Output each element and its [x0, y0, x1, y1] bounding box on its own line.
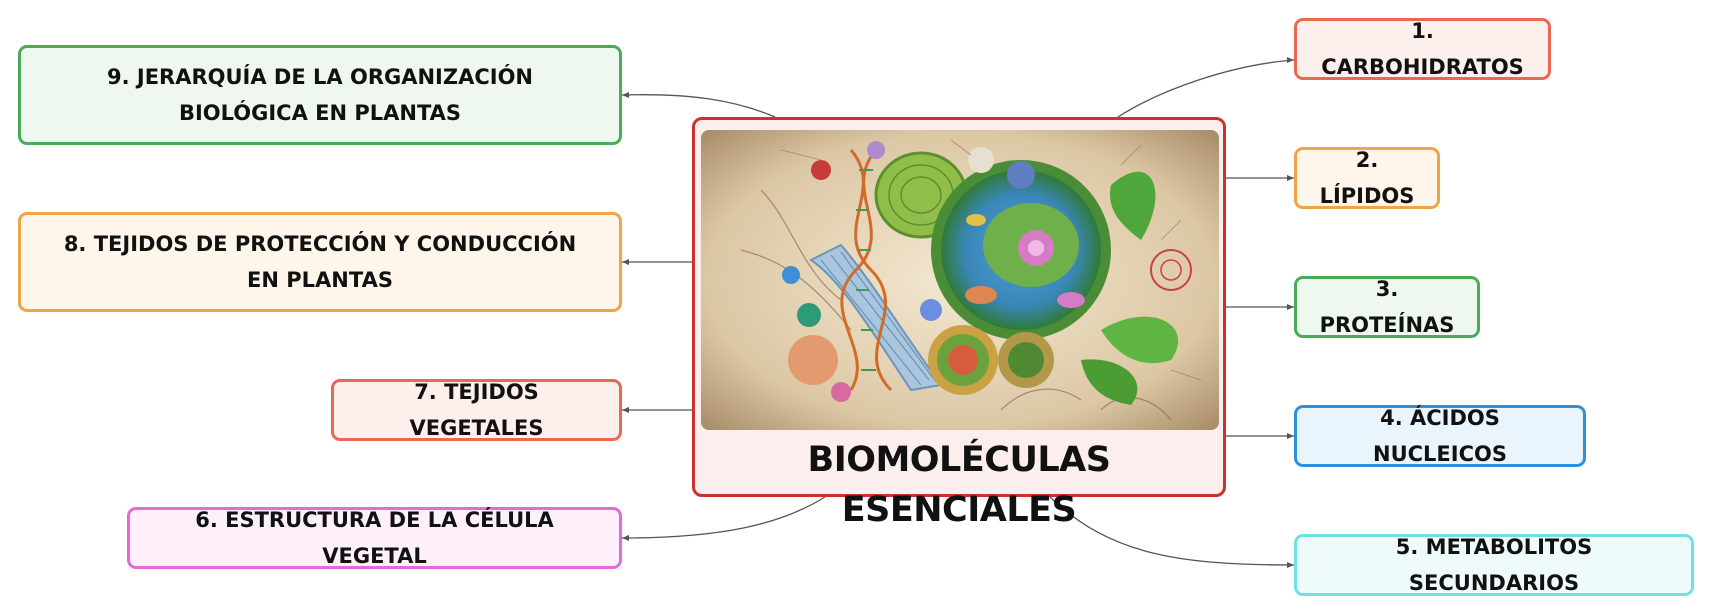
topic-carbohidratos[interactable]: 1. CARBOHIDRATOS	[1294, 18, 1551, 80]
topic-jerarquia-organizacion[interactable]: 9. JERARQUÍA DE LA ORGANIZACIÓN BIOLÓGIC…	[18, 45, 622, 145]
connector-arrow-1	[1287, 57, 1294, 63]
topic-label: 6. ESTRUCTURA DE LA CÉLULA VEGETAL	[195, 508, 554, 568]
topic-label: 7. TEJIDOS VEGETALES	[409, 380, 544, 440]
topic-label: 4. ÁCIDOS NUCLEICOS	[1373, 406, 1507, 466]
topic-label: 3. PROTEÍNAS	[1319, 277, 1455, 337]
connector-arrow-6	[622, 535, 629, 541]
central-topic-title: BIOMOLÉCULAS ESENCIALES	[807, 440, 1111, 530]
topic-lipidos[interactable]: 2. LÍPIDOS	[1294, 147, 1440, 209]
connector-arrow-2	[1287, 175, 1294, 181]
connector-1	[1117, 59, 1295, 118]
topic-metabolitos-secundarios[interactable]: 5. METABOLITOS SECUNDARIOS	[1294, 534, 1694, 596]
topic-proteinas[interactable]: 3. PROTEÍNAS	[1294, 276, 1480, 338]
topic-tejidos-proteccion-conduccion[interactable]: 8. TEJIDOS DE PROTECCIÓN Y CONDUCCIÓN EN…	[18, 212, 622, 312]
topic-label: 2. LÍPIDOS	[1319, 148, 1415, 208]
biomolecules-illustration	[701, 130, 1219, 430]
connector-arrow-4	[1287, 433, 1294, 439]
connector-5	[1049, 496, 1295, 566]
connector-arrow-5	[1287, 562, 1294, 568]
topic-label: 5. METABOLITOS SECUNDARIOS	[1395, 535, 1593, 595]
topic-tejidos-vegetales[interactable]: 7. TEJIDOS VEGETALES	[331, 379, 622, 441]
connector-arrow-9	[622, 92, 629, 98]
topic-label: 1. CARBOHIDRATOS	[1321, 19, 1524, 79]
central-topic[interactable]: BIOMOLÉCULAS ESENCIALES	[692, 117, 1226, 530]
connector-arrow-8	[622, 259, 629, 265]
connector-arrow-7	[622, 407, 629, 413]
topic-label: 9. JERARQUÍA DE LA ORGANIZACIÓN BIOLÓGIC…	[107, 65, 533, 125]
topic-acidos-nucleicos[interactable]: 4. ÁCIDOS NUCLEICOS	[1294, 405, 1586, 467]
connector-arrow-3	[1287, 304, 1294, 310]
connector-9	[621, 94, 776, 118]
topic-estructura-celula-vegetal[interactable]: 6. ESTRUCTURA DE LA CÉLULA VEGETAL	[127, 507, 622, 569]
topic-label: 8. TEJIDOS DE PROTECCIÓN Y CONDUCCIÓN EN…	[63, 232, 577, 292]
connector-6	[621, 496, 826, 539]
